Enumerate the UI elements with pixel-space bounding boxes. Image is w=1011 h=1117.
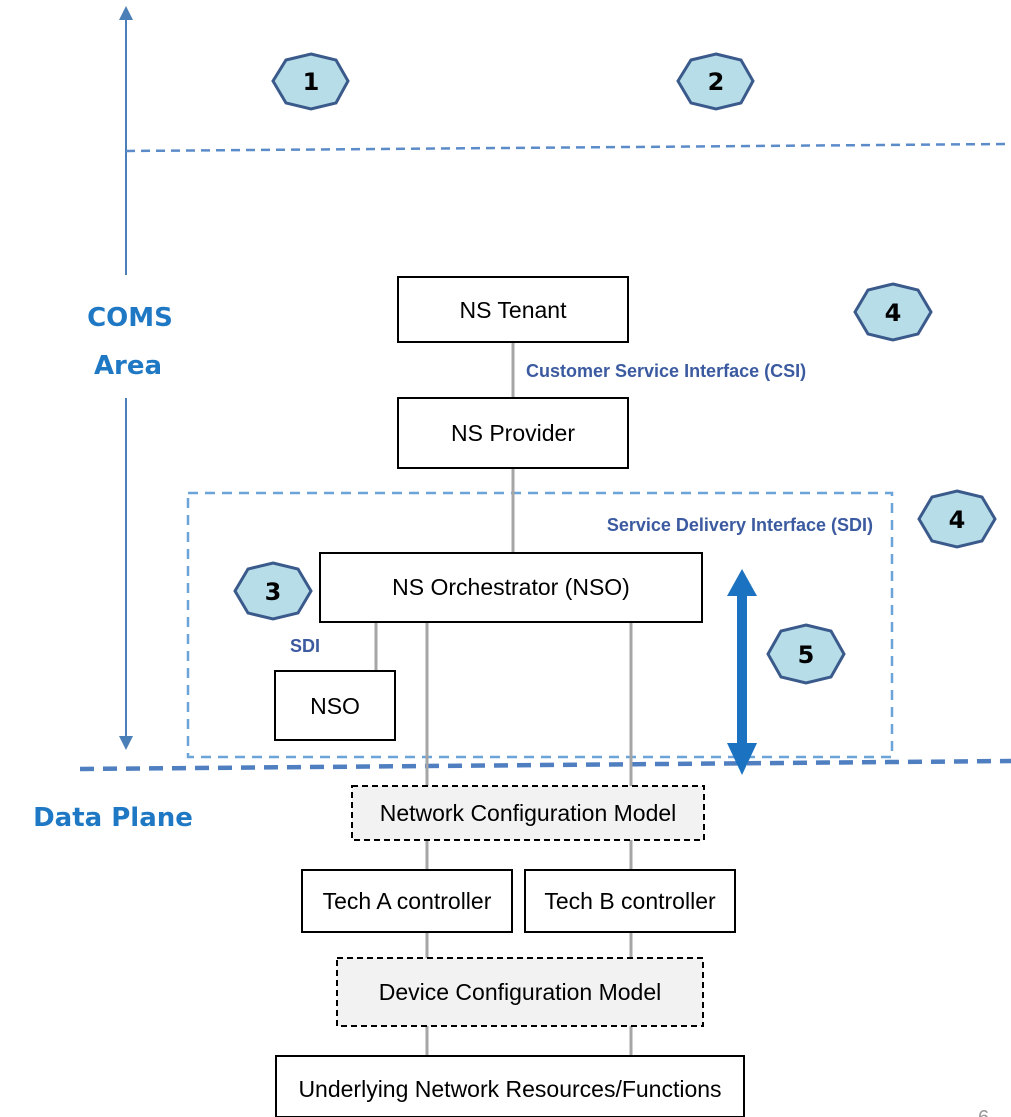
network-config-model-label: Network Configuration Model [380, 800, 677, 826]
device-config-model-box: Device Configuration Model [336, 957, 704, 1027]
badge-1: 1 [271, 52, 350, 111]
page-number: 6 [978, 1107, 989, 1117]
ns-orchestrator-box: NS Orchestrator (NSO) [319, 552, 703, 623]
sdi-label: Service Delivery Interface (SDI) [607, 515, 873, 535]
badge-4-sdi: 4 [917, 489, 997, 549]
badge-4-top: 4 [853, 282, 933, 342]
ns-orchestrator-label: NS Orchestrator (NSO) [392, 574, 630, 600]
device-config-model-label: Device Configuration Model [379, 979, 662, 1005]
ns-provider-label: NS Provider [451, 420, 575, 446]
nso-box: NSO [274, 670, 396, 741]
csi-label: Customer Service Interface (CSI) [526, 361, 806, 381]
coms-area-arrow [119, 6, 133, 750]
tech-b-controller-label: Tech B controller [544, 888, 716, 914]
badge-3-label: 3 [265, 578, 282, 606]
underlying-network-label: Underlying Network Resources/Functions [298, 1076, 721, 1102]
badge-1-label: 1 [303, 68, 320, 96]
coms-area-label-line2: Area [94, 351, 162, 381]
ns-tenant-box: NS Tenant [397, 276, 629, 343]
badge-5-label: 5 [798, 641, 815, 669]
sdi-region [186, 491, 894, 759]
network-config-model-box: Network Configuration Model [351, 785, 705, 841]
coms-area-label-line1: COMS [87, 303, 173, 333]
ns-provider-box: NS Provider [397, 397, 629, 469]
tech-a-controller-label: Tech A controller [323, 888, 492, 914]
badge-2: 2 [676, 52, 755, 111]
sdi-short-label: SDI [290, 636, 320, 656]
top-separator-line [125, 142, 1006, 153]
badge-4-top-label: 4 [885, 299, 902, 327]
badge-5: 5 [766, 623, 846, 685]
tech-b-controller-box: Tech B controller [524, 869, 736, 933]
underlying-network-box: Underlying Network Resources/Functions [275, 1055, 745, 1117]
ns-tenant-label: NS Tenant [460, 297, 568, 323]
double-headed-arrow-icon [727, 569, 757, 775]
badge-3: 3 [233, 561, 313, 621]
badge-4-sdi-label: 4 [949, 506, 966, 534]
tech-a-controller-box: Tech A controller [301, 869, 513, 933]
nso-label: NSO [310, 693, 360, 719]
badge-2-label: 2 [708, 68, 725, 96]
data-plane-boundary [79, 758, 1011, 772]
connectors [374, 342, 633, 1056]
data-plane-label: Data Plane [33, 803, 193, 833]
